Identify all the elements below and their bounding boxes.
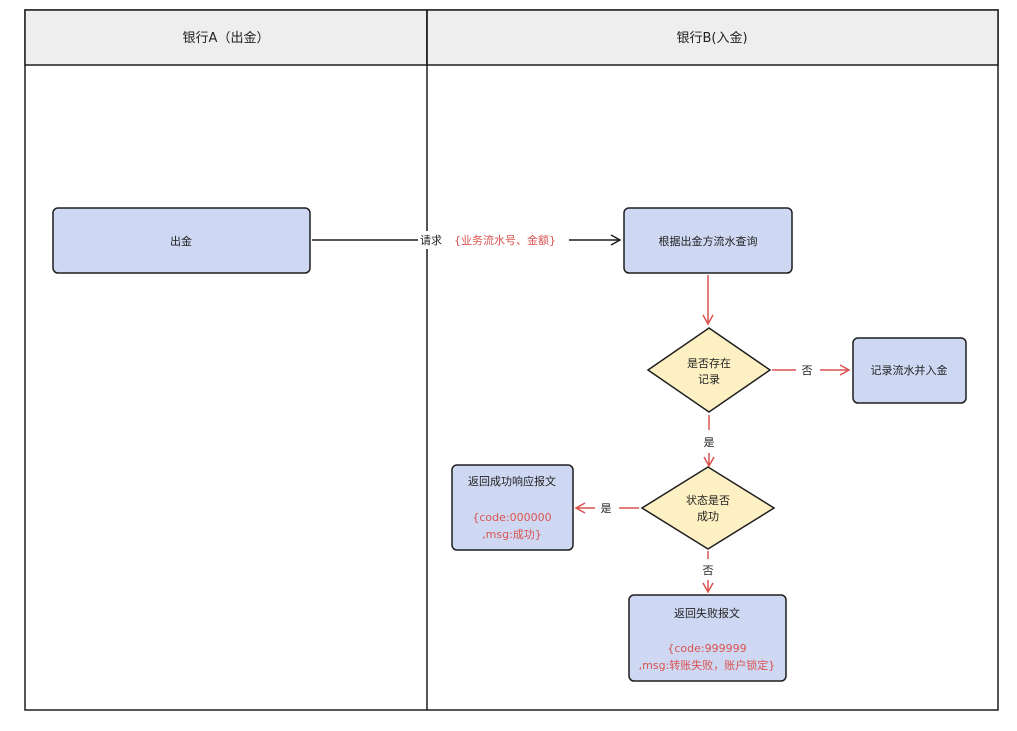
node-exists-label-1: 是否存在	[687, 356, 731, 370]
edge-status-yes: 是	[574, 502, 639, 515]
edge-exists-no-label: 否	[802, 364, 813, 377]
lane-title-right: 银行B(入金)	[676, 30, 747, 46]
node-fail-detail-1: {code:999999	[667, 642, 746, 655]
edge-exists-yes: 是	[703, 415, 715, 468]
node-record-label: 记录流水并入金	[871, 363, 948, 377]
node-fail-response[interactable]: 返回失败报文 {code:999999 ,msg:转账失败，账户锁定}	[628, 594, 787, 682]
node-withdraw[interactable]: 出金	[52, 207, 311, 274]
node-fail-detail-2: ,msg:转账失败，账户锁定}	[639, 658, 776, 672]
edge-status-no-label: 否	[703, 564, 714, 577]
node-withdraw-label: 出金	[170, 234, 192, 248]
edge-request: 请求 {业务流水号、金额}	[312, 231, 622, 249]
node-success-title: 返回成功响应报文	[468, 474, 556, 488]
node-status-label-1: 状态是否	[686, 493, 730, 507]
node-exists-decision[interactable]: 是否存在 记录	[646, 327, 772, 413]
lane-title-left: 银行A（出金）	[183, 30, 270, 46]
node-query[interactable]: 根据出金方流水查询	[623, 207, 793, 274]
node-success-detail-2: ,msg:成功}	[482, 528, 542, 541]
node-success-detail-1: {code:000000	[472, 511, 551, 524]
edge-exists-yes-label: 是	[704, 436, 715, 449]
node-exists-label-2: 记录	[698, 373, 720, 386]
edge-status-yes-label: 是	[601, 502, 612, 515]
node-status-decision[interactable]: 状态是否 成功	[640, 466, 776, 550]
edge-exists-no: 否	[772, 364, 851, 377]
lane-header-right	[426, 9, 999, 66]
edge-request-label: 请求	[420, 234, 442, 247]
node-success-response[interactable]: 返回成功响应报文 {code:000000 ,msg:成功}	[451, 464, 574, 551]
swimlane-frame: 银行A（出金） 银行B(入金)	[24, 9, 999, 711]
edge-request-params: {业务流水号、金额}	[454, 233, 556, 247]
node-status-label-2: 成功	[697, 510, 719, 523]
lane-header-left	[24, 9, 428, 66]
node-query-label: 根据出金方流水查询	[659, 234, 758, 248]
node-fail-title: 返回失败报文	[674, 606, 740, 620]
node-record[interactable]: 记录流水并入金	[852, 337, 967, 404]
edge-status-no: 否	[702, 551, 714, 594]
